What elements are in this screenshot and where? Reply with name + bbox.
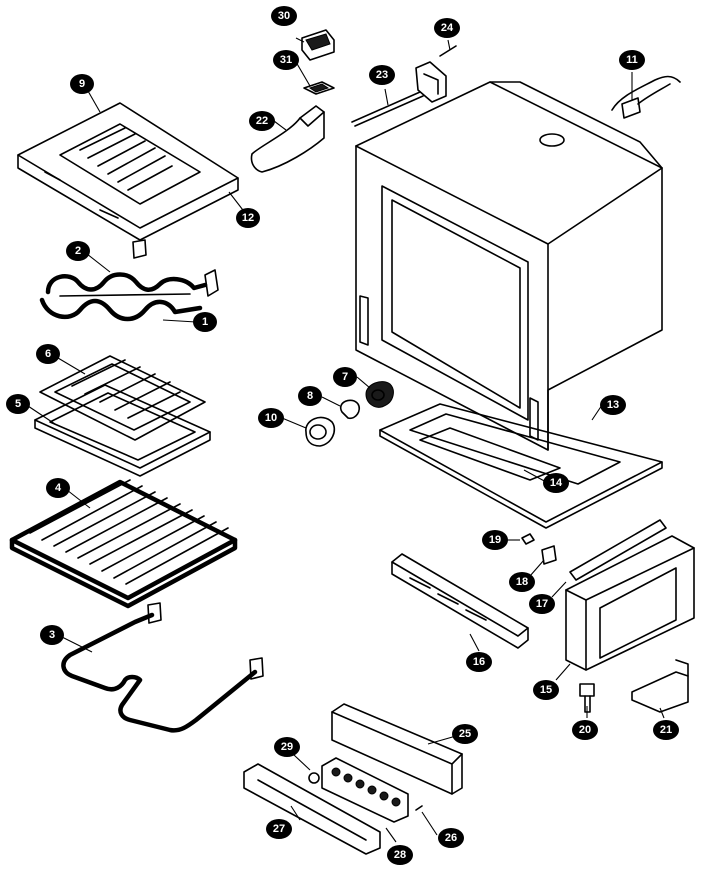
anti-tip-bracket-part: [631, 659, 689, 713]
svg-text:9: 9: [79, 78, 85, 90]
callout-7: 7: [333, 367, 357, 387]
callout-2: 2: [66, 241, 90, 261]
svg-text:10: 10: [265, 412, 277, 424]
svg-text:16: 16: [473, 656, 485, 668]
svg-text:18: 18: [516, 576, 528, 588]
broil-pan-part: [34, 384, 211, 477]
svg-text:4: 4: [55, 482, 62, 494]
callout-28: 28: [387, 845, 413, 865]
svg-text:8: 8: [307, 390, 313, 402]
callout-17: 17: [529, 594, 555, 614]
callout-8: 8: [298, 386, 322, 406]
svg-text:28: 28: [394, 849, 406, 861]
svg-text:3: 3: [49, 629, 55, 641]
callout-1: 1: [193, 312, 217, 332]
gasket-part: [419, 427, 561, 481]
svg-text:22: 22: [256, 115, 268, 127]
screw-part-26: [415, 805, 423, 811]
svg-text:31: 31: [280, 54, 292, 66]
svg-text:14: 14: [550, 477, 563, 489]
broil-pan-insert-part: [39, 355, 206, 441]
callout-12: 12: [236, 208, 260, 228]
oven-bottom-part: [379, 403, 663, 529]
svg-text:1: 1: [202, 316, 208, 328]
oven-rack-part: [9, 479, 238, 609]
callout-29: 29: [274, 737, 300, 757]
callout-20: 20: [572, 720, 598, 740]
switch-board-part: [321, 757, 409, 823]
side-rail-part: [391, 553, 529, 649]
callout-11: 11: [619, 50, 645, 70]
callout-3: 3: [40, 625, 64, 645]
callout-14: 14: [543, 473, 569, 493]
wire-harness-part: [611, 75, 681, 119]
svg-text:15: 15: [540, 684, 552, 696]
svg-text:2: 2: [75, 245, 81, 257]
small-hardware-part: [521, 533, 557, 565]
svg-text:6: 6: [45, 348, 51, 360]
callout-5: 5: [6, 394, 30, 414]
callout-16: 16: [466, 652, 492, 672]
svg-text:17: 17: [536, 598, 548, 610]
svg-text:29: 29: [281, 741, 293, 753]
receptacle-part: [301, 29, 335, 61]
leader-lines: [27, 37, 665, 843]
upper-element-part: [39, 239, 219, 322]
oven-light-part: [305, 381, 394, 447]
lower-element-part: [61, 602, 264, 733]
callout-23: 23: [369, 65, 395, 85]
trim-strip-part: [243, 763, 381, 855]
callout-27: 27: [266, 819, 292, 839]
callout-4: 4: [46, 478, 70, 498]
svg-text:24: 24: [441, 22, 454, 34]
svg-text:5: 5: [15, 398, 21, 410]
callout-15: 15: [533, 680, 559, 700]
svg-text:19: 19: [489, 534, 501, 546]
control-panel-part: [331, 703, 463, 795]
svg-text:25: 25: [459, 728, 471, 740]
callout-10: 10: [258, 408, 284, 428]
svg-text:21: 21: [660, 724, 672, 736]
callout-31: 31: [273, 50, 299, 70]
sensor-probe-part: [351, 61, 447, 127]
svg-text:20: 20: [579, 724, 591, 736]
broil-shield-part: [17, 102, 239, 241]
svg-text:13: 13: [607, 399, 619, 411]
oven-cavity-part: [355, 81, 663, 451]
callout-13: 13: [600, 395, 626, 415]
svg-text:7: 7: [342, 371, 348, 383]
vent-duct-part: [250, 105, 325, 173]
callout-22: 22: [249, 111, 275, 131]
storage-drawer-part: [565, 519, 695, 671]
svg-text:26: 26: [445, 832, 457, 844]
callout-18: 18: [509, 572, 535, 592]
svg-text:11: 11: [626, 54, 638, 66]
bracket-part: [303, 81, 335, 95]
knob-part: [308, 772, 320, 784]
svg-text:12: 12: [242, 212, 254, 224]
svg-text:23: 23: [376, 69, 388, 81]
callout-26: 26: [438, 828, 464, 848]
callout-9: 9: [70, 74, 94, 94]
callout-24: 24: [434, 18, 460, 38]
svg-text:27: 27: [273, 823, 285, 835]
callout-30: 30: [271, 6, 297, 26]
callout-25: 25: [452, 724, 478, 744]
callout-21: 21: [653, 720, 679, 740]
screw-part-24: [439, 45, 457, 57]
callout-6: 6: [36, 344, 60, 364]
callout-19: 19: [482, 530, 508, 550]
svg-text:30: 30: [278, 10, 290, 22]
